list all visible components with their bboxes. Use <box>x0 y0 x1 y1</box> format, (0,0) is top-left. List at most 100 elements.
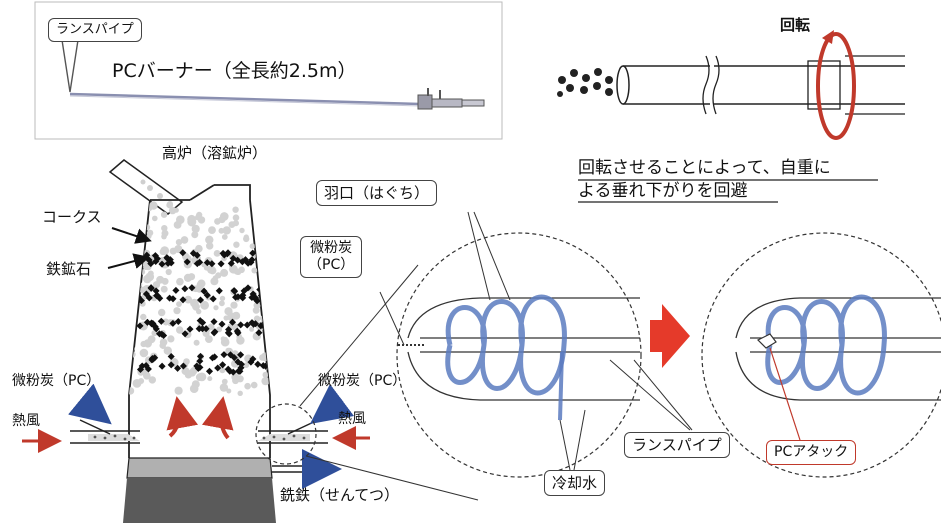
iron-ore-particle <box>148 320 156 328</box>
iron-ore-particle <box>169 319 177 327</box>
iron-ore-particle <box>228 318 237 326</box>
lance-pipe-callout: ランスパイプ <box>48 18 142 42</box>
coke-particle <box>260 352 270 362</box>
coke-particle <box>129 387 135 395</box>
coke-particle <box>165 268 172 276</box>
coke-particle <box>191 380 200 389</box>
coke-particle <box>263 236 270 242</box>
iron-ore-particle <box>188 284 196 292</box>
coke-particle <box>262 371 269 378</box>
iron-ore-particle <box>220 251 228 259</box>
coke-particle <box>163 346 172 355</box>
coke-particle <box>200 300 210 310</box>
lance-pointer-1 <box>609 359 691 431</box>
iron-ore-particle <box>167 361 175 369</box>
pc-arrow-right <box>310 384 354 424</box>
iron-ore-particle <box>262 289 270 298</box>
coke-particle <box>206 242 214 250</box>
burner-title: PCバーナー（全長約2.5m） <box>112 60 357 82</box>
iron-ore-particle <box>254 360 262 368</box>
zoom-line-top <box>299 264 419 407</box>
coke-particle <box>207 265 216 274</box>
coke-particle <box>220 268 229 277</box>
iron-ore-particle <box>230 287 238 295</box>
iron-ore-particle <box>174 317 182 326</box>
coke-particle <box>130 242 137 249</box>
coke-particle <box>258 258 268 268</box>
coke-particle <box>191 231 199 239</box>
pc-detail-line2: （PC） <box>308 256 355 273</box>
lance-pointer-2 <box>633 359 693 431</box>
coke-particle <box>161 225 168 232</box>
coke-particle <box>191 224 200 233</box>
iron-ore-particle <box>210 329 218 337</box>
iron-ore-particle <box>237 321 245 329</box>
iron-ore-particle <box>153 255 161 263</box>
hot-air-right-label: 熱風 <box>338 411 366 427</box>
coke-particle <box>243 235 250 243</box>
pc-detail-pointer <box>379 291 405 346</box>
tuyere-detail <box>396 232 642 478</box>
coke-particle <box>256 207 265 216</box>
iron-ore-particle <box>257 322 265 330</box>
coke-particle <box>197 279 206 288</box>
iron-ore-particle <box>215 287 223 295</box>
coke-particle <box>129 269 135 278</box>
iron-ore-particle <box>210 318 218 326</box>
iron-ore-particle <box>174 364 182 372</box>
coke-particle <box>255 220 262 227</box>
coke-particle <box>129 280 135 288</box>
coke-particle <box>136 281 143 288</box>
iron-ore-particle <box>203 259 211 267</box>
iron-ore-particle <box>193 362 201 370</box>
iron-ore-particle <box>249 249 257 257</box>
coke-particle <box>197 372 207 382</box>
pc-right-label: 微粉炭（PC） <box>318 373 407 389</box>
zoom-line-bottom <box>305 455 479 501</box>
coke-particle <box>133 271 141 279</box>
coke-label: コークス <box>42 208 102 226</box>
coke-particle <box>180 236 189 244</box>
iron-ore-particle <box>248 319 256 327</box>
iron-ore-particle <box>224 329 232 337</box>
coke-particle <box>139 269 146 275</box>
coke-particle <box>261 286 268 292</box>
coke-particle <box>176 277 184 286</box>
iron-ore-particle <box>237 364 245 372</box>
coke-particle <box>230 301 238 309</box>
iron-ore-particle <box>200 287 208 295</box>
tuyere-pointer-2 <box>473 211 511 301</box>
iron-ore-particle <box>244 259 252 267</box>
coke-particle <box>194 214 201 221</box>
coke-particle <box>160 211 168 218</box>
coke-particle <box>184 295 193 304</box>
iron-ore-particle <box>148 356 156 364</box>
coke-particle <box>129 294 134 302</box>
coke-particle <box>167 335 175 343</box>
iron-ore-particle <box>229 368 237 376</box>
coke-particle <box>232 311 241 320</box>
coke-particle <box>223 315 229 321</box>
coke-particle <box>222 226 231 235</box>
iron-ore-particle <box>219 361 227 369</box>
iron-ore-particle <box>217 260 225 268</box>
coke-particle <box>129 352 135 358</box>
transition-arrow <box>650 304 690 368</box>
coke-particle <box>140 340 147 348</box>
ore-pointer <box>107 253 150 269</box>
pc-detail-line1: 微粉炭 <box>310 240 353 256</box>
coke-particle <box>140 313 147 321</box>
iron-ore-particle <box>261 253 269 261</box>
cooling-water-pointer-2 <box>573 409 586 471</box>
coke-particle <box>139 286 147 294</box>
rotation-caption-line1: 回転させることによって、自重に <box>578 158 831 178</box>
iron-ore-particle <box>193 260 201 268</box>
pc-arrow-left <box>68 383 112 425</box>
iron-ore-particle <box>136 365 145 374</box>
iron-ore-particle <box>248 293 256 302</box>
coke-particle <box>131 303 138 311</box>
coke-particle <box>129 320 134 326</box>
iron-ore-particle <box>205 367 214 375</box>
iron-ore-particle <box>214 364 222 372</box>
